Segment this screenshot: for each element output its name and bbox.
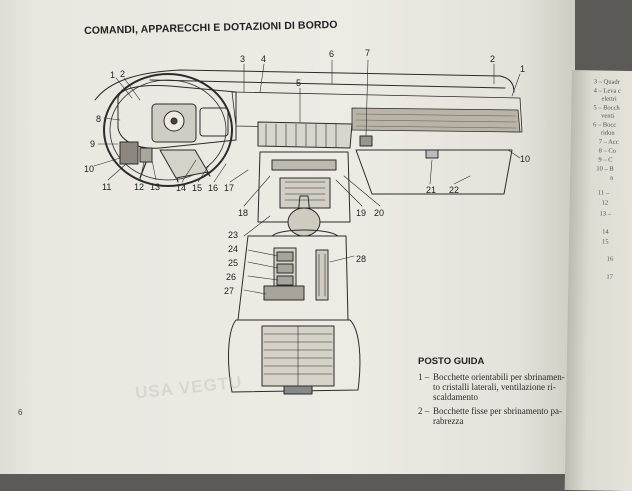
- callout-number: 21: [426, 185, 437, 195]
- callout-number: 13: [150, 182, 161, 192]
- callout-number: 5: [296, 78, 302, 88]
- callout-number: 24: [228, 244, 239, 254]
- callout-number: 28: [356, 254, 367, 264]
- legend-item-text: scaldamento: [433, 392, 478, 402]
- rear-console-tray: [228, 319, 361, 395]
- dashboard-line-drawing: [93, 59, 523, 395]
- callout-number: 2: [120, 69, 126, 79]
- radio-slot: [359, 135, 373, 147]
- legend-item-text: Bocchette orientabili per sbrinamen-: [433, 372, 565, 382]
- center-console: [257, 151, 351, 223]
- callout-number: 22: [449, 185, 460, 195]
- legend-item-text: rabrezza: [433, 416, 464, 426]
- legend-item-number: 2 –: [418, 406, 430, 416]
- callout-number: 6: [329, 49, 335, 59]
- callout-number: 7: [365, 48, 371, 58]
- callout-number: 2: [490, 54, 496, 64]
- callout-number: 25: [228, 258, 239, 268]
- callout-number: 11: [102, 182, 112, 192]
- dashboard-wood-trim: [351, 107, 521, 133]
- manual-page-left: [0, 0, 575, 474]
- callout-number: 8: [96, 114, 102, 124]
- callout-number: 20: [374, 208, 385, 218]
- legend-item: 1 –Bocchette orientabili per sbrinamen- …: [418, 372, 598, 402]
- glovebox: [355, 149, 513, 195]
- callout-number: 10: [84, 164, 95, 174]
- callout-number: 16: [208, 183, 219, 193]
- legend-item: 2 –Bocchette fisse per sbrinamento pa- r…: [418, 406, 598, 426]
- legend-item-number: 1 –: [418, 372, 430, 382]
- dashboard-top-outline: [94, 69, 523, 133]
- callout-number: 26: [226, 272, 237, 282]
- callout-number: 1: [520, 64, 526, 74]
- callout-number: 10: [520, 154, 531, 164]
- legend-item-text: to cristalli laterali, ventilazione ri-: [433, 382, 556, 392]
- callout-number: 18: [238, 208, 249, 218]
- left-switch-panel: [119, 141, 153, 165]
- callout-number: 1: [110, 70, 116, 80]
- center-vents: [257, 121, 353, 149]
- callout-number: 12: [134, 182, 145, 192]
- callout-number: 27: [224, 286, 235, 296]
- callout-number: 19: [356, 208, 367, 218]
- steering-wheel: [103, 73, 233, 187]
- page-number: 6: [18, 408, 23, 417]
- tunnel-console: [237, 235, 349, 321]
- callout-number: 9: [90, 139, 96, 149]
- instrument-cluster: [117, 85, 237, 149]
- callout-number: 23: [228, 230, 239, 240]
- section-heading: POSTO GUIDA: [418, 356, 485, 367]
- callout-leader-lines: [93, 59, 521, 295]
- callout-number: 3: [240, 54, 246, 64]
- callout-number: 4: [261, 54, 267, 64]
- callout-number: 14: [176, 183, 187, 193]
- callout-number: 15: [192, 183, 203, 193]
- callout-number: 17: [224, 183, 235, 193]
- legend-item-text: Bocchette fisse per sbrinamento pa-: [433, 406, 562, 416]
